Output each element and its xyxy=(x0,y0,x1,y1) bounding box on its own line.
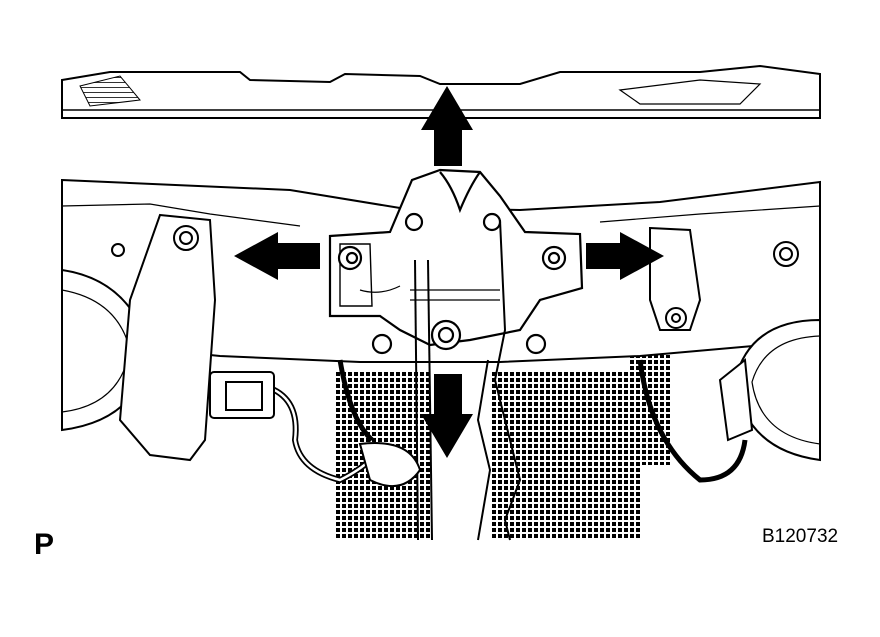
hood-lock xyxy=(328,168,584,355)
arrow-right-icon xyxy=(586,232,664,280)
arrow-up-icon xyxy=(421,86,473,166)
wire-harness xyxy=(209,358,754,488)
upper-support-cover xyxy=(61,64,821,119)
left-bracket xyxy=(111,213,217,462)
panel-letter: P xyxy=(34,528,55,561)
right-bracket xyxy=(649,226,799,331)
arrow-down-icon xyxy=(421,374,473,458)
arrow-left-icon xyxy=(234,232,320,280)
radiator-core xyxy=(335,355,670,540)
direction-arrows xyxy=(234,86,664,458)
figure-code: B120732 xyxy=(762,526,839,547)
release-rod xyxy=(414,219,522,541)
